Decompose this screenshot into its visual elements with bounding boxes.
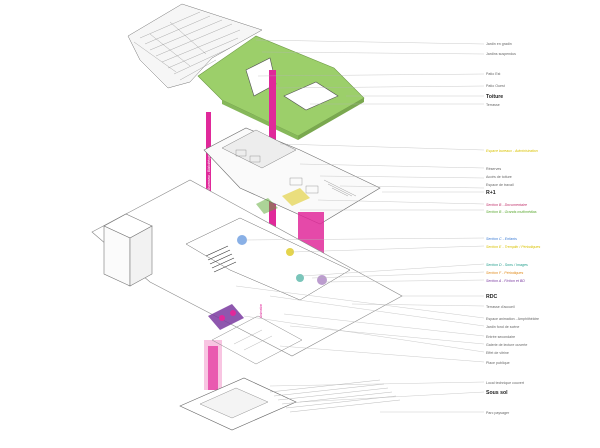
ground-floor [91,179,403,365]
patio-west [283,81,339,111]
label-espace-travail: Espace de travail [486,183,514,187]
label-espace-bureaux: Espace bureaux - Administration [486,149,538,153]
section-blob-blue [237,235,247,245]
r1-furniture [235,149,357,197]
r1-office-block [221,129,297,169]
label-column: Jardin en gradin Jardins suspendus Patio… [486,42,540,415]
neighbour-building-right [129,225,153,287]
hanging-garden [127,3,263,89]
section-blob-purple [317,275,327,285]
r1-section-highlight [282,188,310,206]
basement-room [199,387,269,419]
label-r1: R+1 [486,190,496,196]
roof-edge [222,100,298,140]
vitrine-box [208,304,244,330]
rdc-interior [185,217,351,301]
label-patio-ouest: Patio Ouest [486,84,505,88]
public-square-lines [233,329,273,351]
garden-hatching [133,11,241,81]
label-terrasse-accueil: Terrasse d'accueil [486,305,515,309]
vitrine-disc-2 [230,310,236,316]
label-section-fiction: Section A - Fiction et BD [486,279,525,283]
label-espace-animation: Espace animation - Amphithéâtre [486,317,539,321]
label-jardin-suspendu: Jardins suspendus [486,52,516,56]
label-toiture: Toiture [486,94,503,100]
label-terrasse: Terrasse [486,103,500,107]
roof-layer [127,3,365,140]
section-blob-yellow [286,248,294,256]
label-jardin-gradin: Jardin en gradin [486,42,512,46]
public-square [211,315,303,365]
shaft-label-pink: Animation [259,304,263,319]
label-sous-sol: Sous sol [486,390,508,396]
label-galerie-lecture: Galerie de lecture ouverte [486,343,527,347]
label-reserves: Réserves [486,167,501,171]
label-entree-secondaire: Entrée secondaire [486,335,515,339]
label-jardin-fond-scene: Jardin fond de scène [486,325,519,329]
vitrine-disc-1 [219,315,225,321]
label-local-technique: Local technique couvert [486,381,524,385]
label-section-enfants: Section C - Enfants [486,237,517,241]
shaft-label-left: Ascenseur - Bibliothèque [207,154,211,191]
label-patio-est: Patio Est [486,72,500,76]
label-section-periodiques: Section F - Périodiques [486,271,523,275]
label-effet-vitrine: Effet de vitrine [486,351,509,355]
label-place-publique: Place publique [486,361,510,365]
label-section-sons-images: Section D - Sons / Images [486,263,528,267]
label-section-documentaire: Section B - Documentaire [486,203,527,207]
basement [179,377,401,431]
landscape-park-lines [269,379,401,413]
label-section-tremplin: Section E - Tremplin / Périodiques [486,245,540,249]
r1-green-zone [256,198,278,214]
section-blob-teal [296,274,304,282]
label-section-multimedia: Section B - Grands multimédias [486,210,537,214]
label-acces-toiture: Accès de toiture [486,175,512,179]
leader-lines [235,39,485,413]
label-parc-paysager: Parc paysager [486,411,510,415]
basement-shaft-glow [204,340,222,390]
roof-edge-right [298,98,364,140]
label-rdc: RDC [486,294,497,300]
